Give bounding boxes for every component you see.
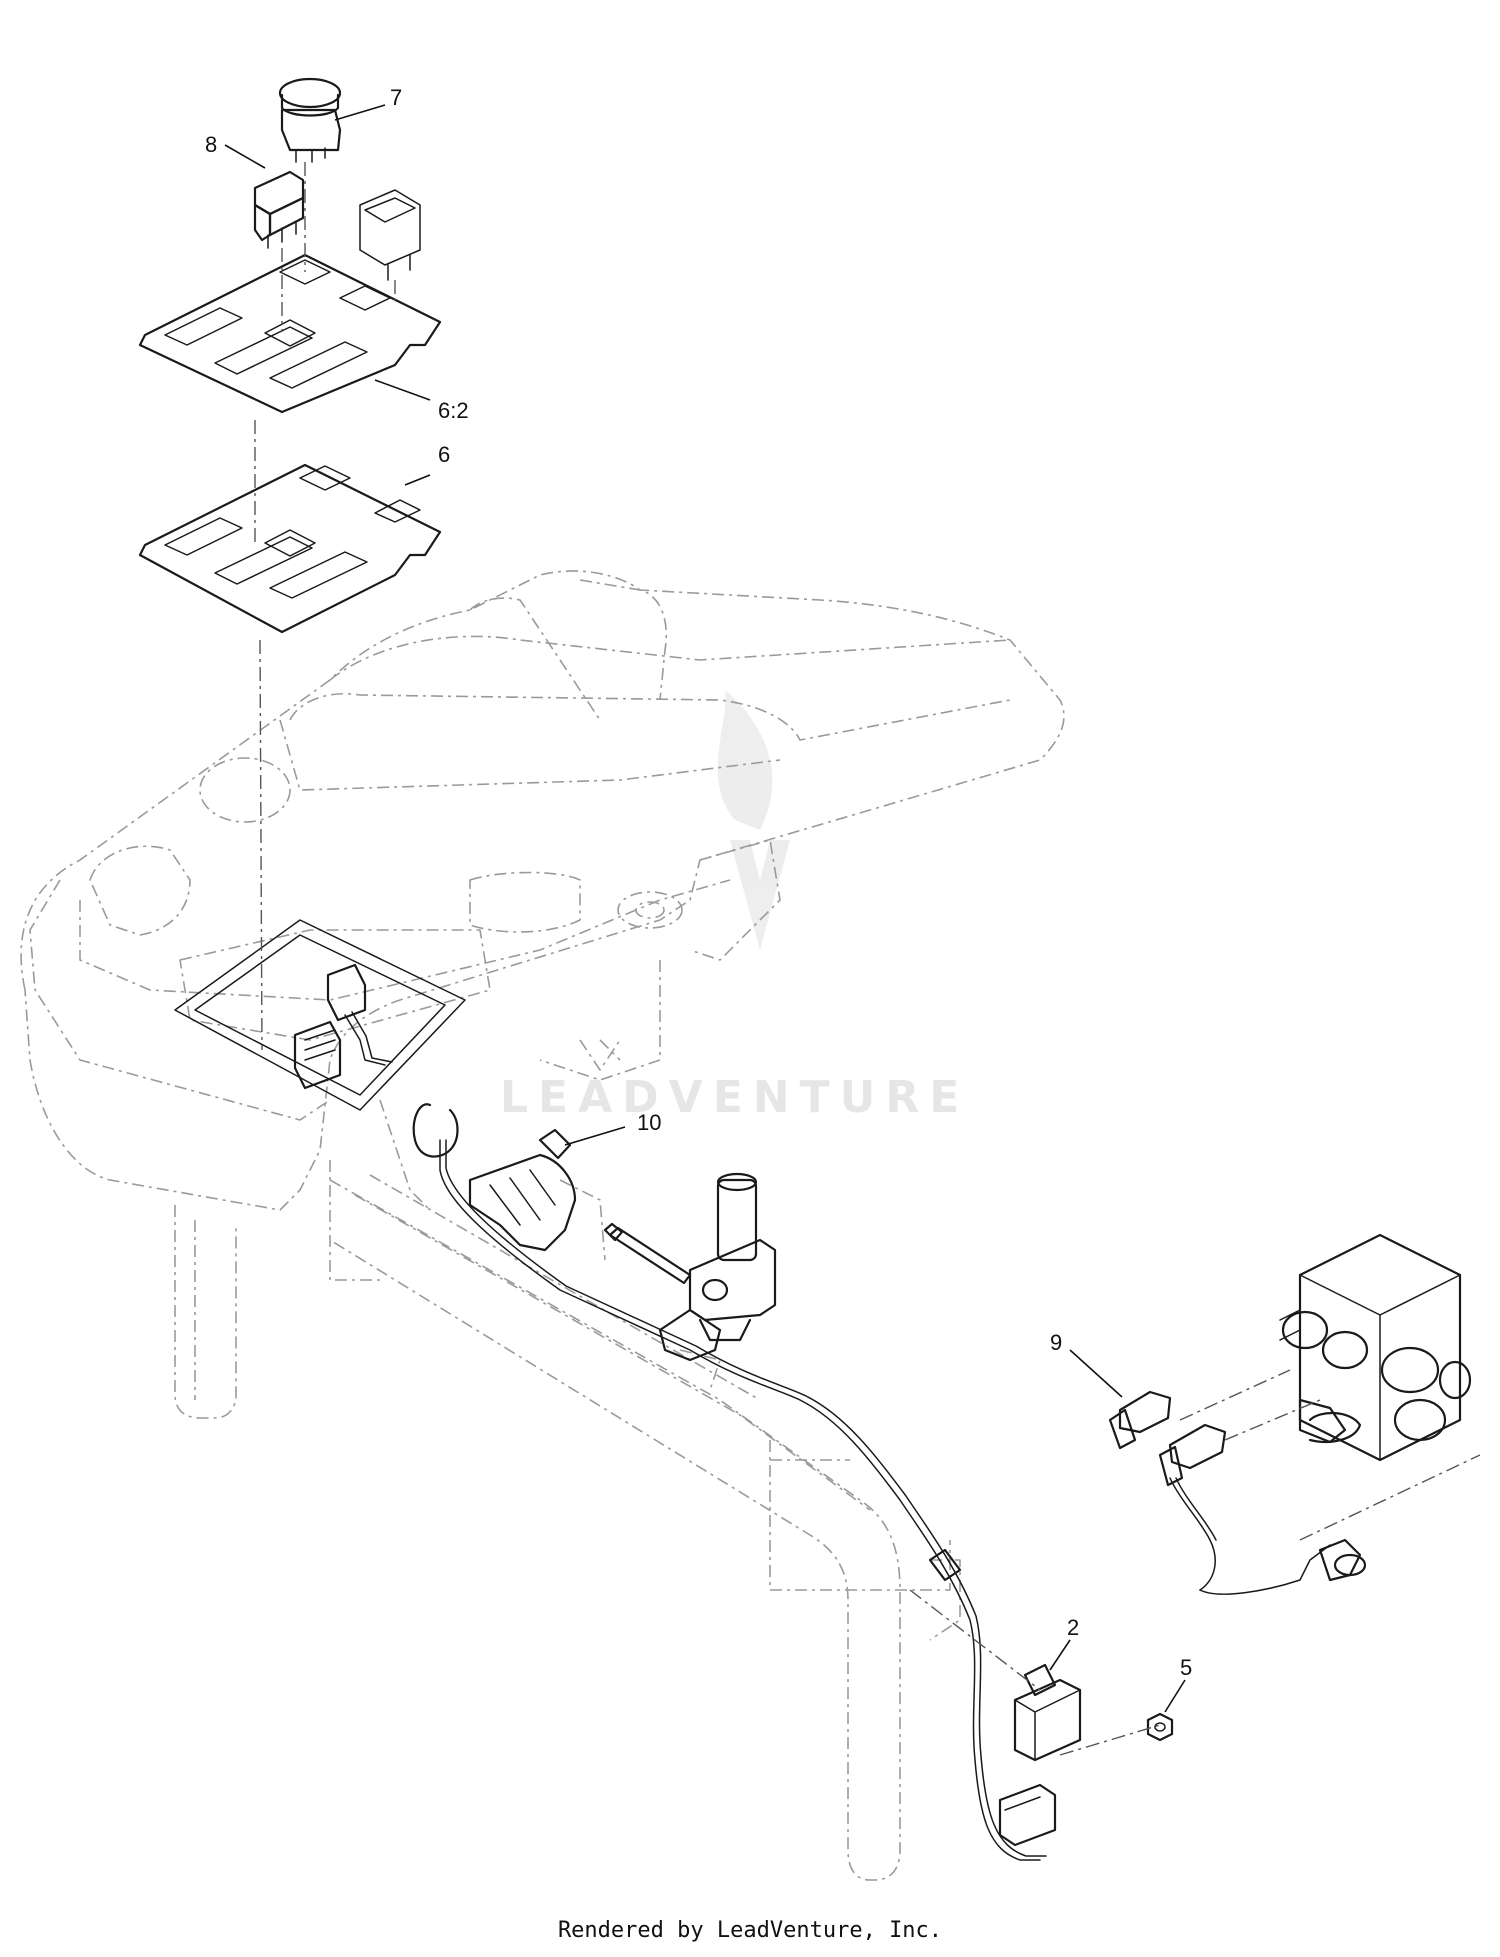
- wire-harness: [412, 1103, 1047, 1861]
- console-housing: [20, 570, 1065, 1881]
- callout-7: 7: [390, 85, 402, 110]
- render-credit: Rendered by LeadVenture, Inc.: [557, 1918, 943, 1943]
- part-8-rocker-switch: [253, 170, 305, 249]
- callout-6: 6: [438, 442, 450, 467]
- part-9-connectors: [1108, 1390, 1367, 1595]
- callout-5: 5: [1180, 1655, 1192, 1680]
- part-7-pushbutton-switch: [278, 77, 342, 163]
- part-2-relay: [998, 1663, 1082, 1847]
- callout-6-2: 6:2: [438, 398, 469, 423]
- callout-9: 9: [1050, 1330, 1062, 1355]
- callout-2: 2: [1067, 1615, 1079, 1640]
- connector-blocks: [293, 963, 393, 1090]
- part-10-connector: [468, 1128, 577, 1252]
- part-6-mounting-plate: [138, 463, 442, 634]
- valve-manifold: [1279, 1233, 1472, 1462]
- watermark-text: LEADVENTURE: [500, 1072, 969, 1123]
- leader-lines: [224, 104, 1186, 1713]
- part-6-2-gasket-plate: [138, 253, 442, 414]
- assembly-lines: [254, 162, 1481, 1756]
- callout-8: 8: [205, 132, 217, 157]
- watermark-logo: LEADVENTURE: [500, 690, 969, 1123]
- ghost-switch: [359, 189, 421, 281]
- solenoid-valve: [688, 1172, 777, 1342]
- part-5-nut: [1146, 1712, 1174, 1742]
- bolt: [603, 1222, 692, 1285]
- callout-10: 10: [637, 1110, 661, 1135]
